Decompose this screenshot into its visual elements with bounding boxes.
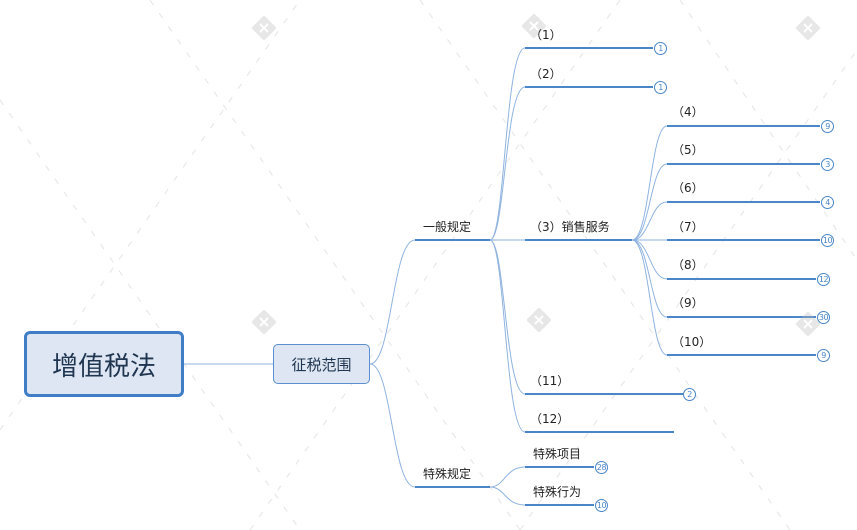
special-item-label[interactable]: 特殊行为 bbox=[533, 485, 582, 499]
general-underlines bbox=[525, 47, 683, 433]
special-curves bbox=[489, 466, 526, 506]
xmind-watermark-icon bbox=[252, 16, 276, 40]
count-badge[interactable]: 1 bbox=[654, 81, 667, 94]
xmind-watermark-icon bbox=[522, 14, 546, 38]
count-badge[interactable]: 12 bbox=[817, 273, 830, 286]
count-badge[interactable]: 9 bbox=[821, 120, 834, 133]
main-topic-label: 征税范围 bbox=[291, 355, 352, 374]
general-item-label[interactable]: （12） bbox=[530, 412, 570, 426]
count-badge[interactable]: 1 bbox=[654, 42, 667, 55]
branch-general-label[interactable]: 一般规定 bbox=[423, 220, 472, 234]
service-item-label[interactable]: （4） bbox=[672, 105, 704, 119]
branch-special-label[interactable]: 特殊规定 bbox=[423, 467, 472, 481]
count-badge[interactable]: 28 bbox=[595, 461, 608, 474]
service-item-label[interactable]: （8） bbox=[672, 258, 704, 272]
main-branch-curves bbox=[369, 239, 416, 488]
general-item-label[interactable]: （1） bbox=[530, 28, 562, 42]
xmind-watermark-icon bbox=[252, 310, 276, 334]
main-topic[interactable]: 征税范围 bbox=[273, 344, 370, 384]
count-badge[interactable]: 3 bbox=[821, 158, 834, 171]
general-curves bbox=[489, 47, 526, 433]
general-item-label[interactable]: （11） bbox=[530, 374, 570, 388]
count-badge[interactable]: 10 bbox=[595, 499, 608, 512]
service-item-label[interactable]: （7） bbox=[672, 220, 704, 234]
service-underlines bbox=[667, 125, 820, 356]
service-item-label[interactable]: （5） bbox=[672, 143, 704, 157]
special-item-label[interactable]: 特殊项目 bbox=[533, 447, 582, 461]
root-topic[interactable]: 增值税法 bbox=[24, 331, 184, 397]
root-topic-label: 增值税法 bbox=[51, 351, 156, 382]
count-badge[interactable]: 10 bbox=[821, 234, 834, 247]
count-badge[interactable]: 2 bbox=[683, 388, 696, 401]
count-badge[interactable]: 9 bbox=[817, 349, 830, 362]
service-item-label[interactable]: （9） bbox=[672, 296, 704, 310]
main-branch-underlines bbox=[415, 239, 490, 488]
count-badge[interactable]: 4 bbox=[821, 196, 834, 209]
xmind-watermark-icon bbox=[796, 312, 820, 336]
special-underlines bbox=[525, 466, 594, 506]
general-item-label[interactable]: （3）销售服务 bbox=[530, 220, 610, 234]
xmind-watermark-icon bbox=[527, 308, 551, 332]
xmind-watermark-icon bbox=[796, 16, 820, 40]
count-badge[interactable]: 30 bbox=[817, 311, 830, 324]
service-item-label[interactable]: （6） bbox=[672, 181, 704, 195]
service-item-label[interactable]: （10） bbox=[672, 335, 712, 349]
general-item-label[interactable]: （2） bbox=[530, 67, 562, 81]
service-curves bbox=[631, 125, 668, 356]
